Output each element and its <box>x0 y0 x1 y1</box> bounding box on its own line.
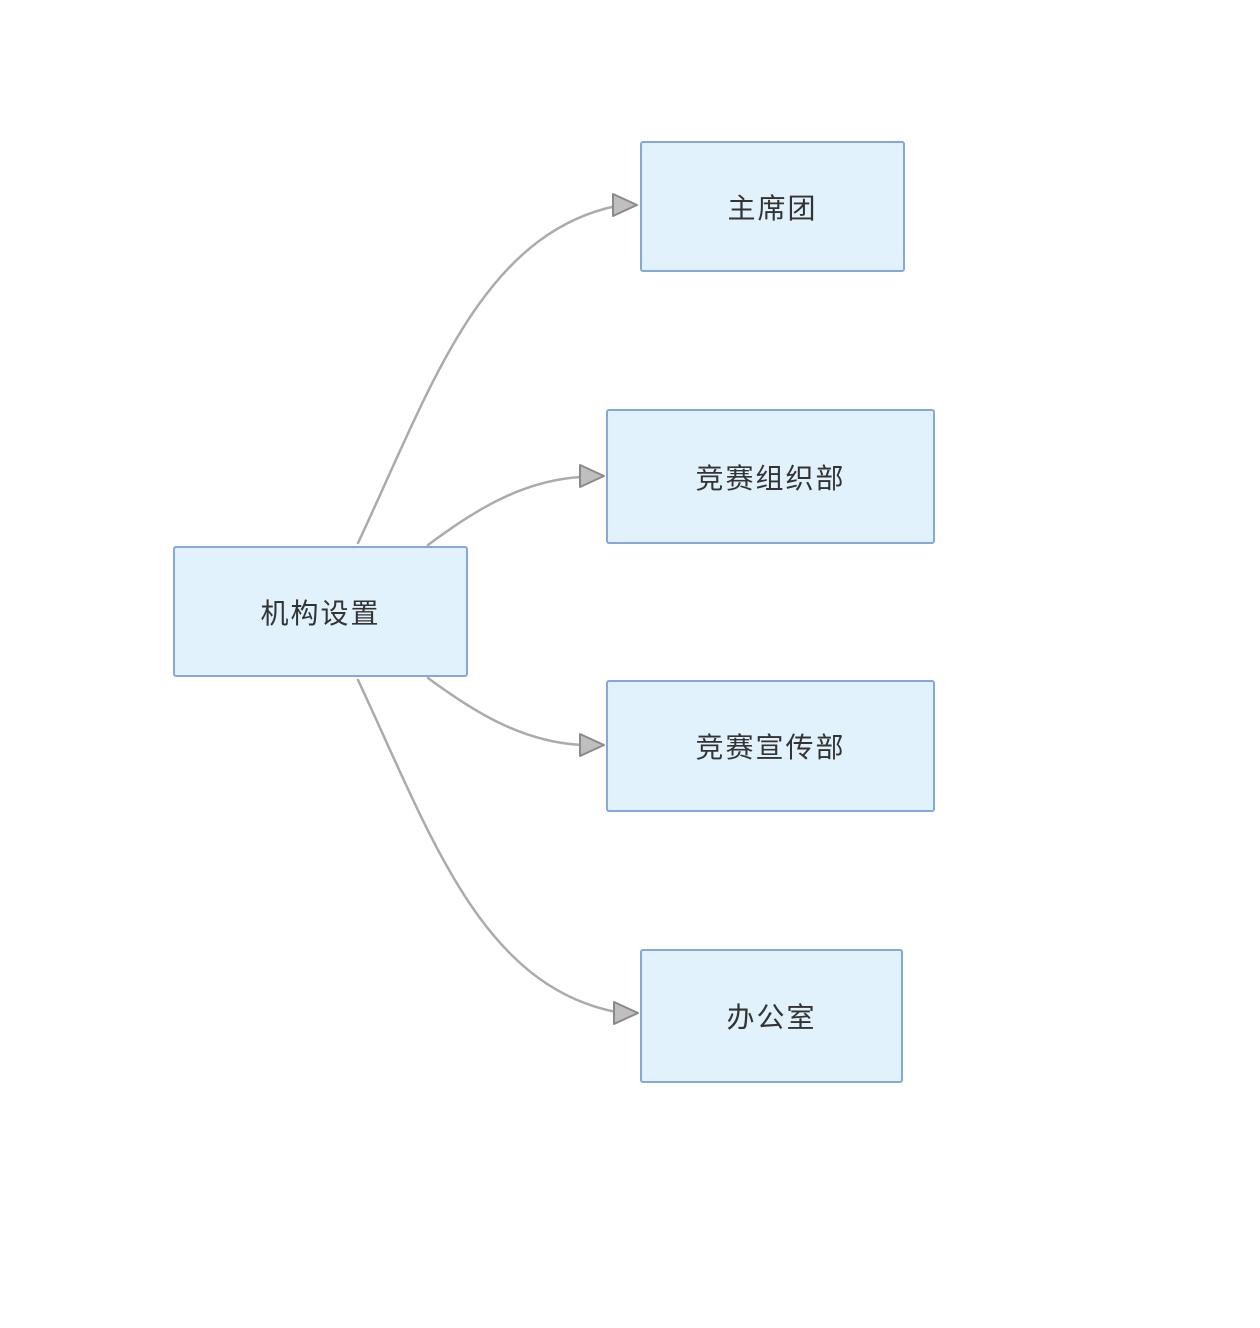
connector-root-to-presidium <box>356 204 618 545</box>
arrowhead-presidium <box>612 193 638 217</box>
node-org-dept[interactable]: 竞赛组织部 <box>606 409 935 544</box>
node-org-dept-label: 竞赛组织部 <box>695 462 846 494</box>
node-publicity-dept[interactable]: 竞赛宣传部 <box>606 680 935 812</box>
node-publicity-dept-label: 竞赛宣传部 <box>695 732 846 763</box>
arrowhead-org-dept <box>579 464 605 488</box>
connector-root-to-office <box>356 678 618 1014</box>
node-root[interactable]: 机构设置 <box>173 546 468 677</box>
node-presidium-label: 主席团 <box>727 192 818 224</box>
node-office[interactable]: 办公室 <box>640 949 903 1083</box>
node-office-label: 办公室 <box>726 1002 817 1033</box>
connector-root-to-org-dept <box>426 475 584 547</box>
node-presidium[interactable]: 主席团 <box>640 141 905 272</box>
connector-root-to-publicity-dept <box>426 676 584 747</box>
arrowhead-publicity-dept <box>579 733 605 757</box>
node-root-label: 机构设置 <box>260 597 381 629</box>
arrowhead-office <box>613 1001 639 1025</box>
